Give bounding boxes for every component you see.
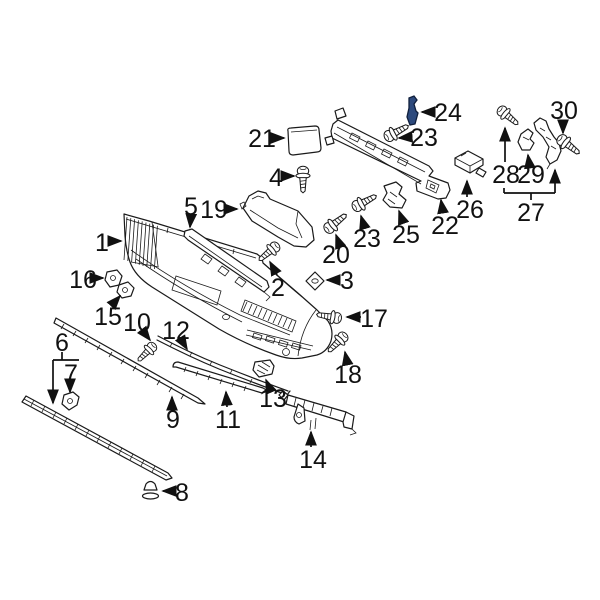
part-10-screw[interactable] bbox=[133, 339, 160, 366]
callout-19[interactable]: 19 bbox=[200, 196, 228, 224]
callout-26[interactable]: 26 bbox=[456, 196, 484, 224]
callout-27[interactable]: 27 bbox=[517, 199, 545, 227]
callout-23[interactable]: 23 bbox=[410, 124, 438, 152]
callout-14[interactable]: 14 bbox=[299, 446, 327, 474]
callout-17[interactable]: 17 bbox=[360, 305, 388, 333]
callout-23[interactable]: 23 bbox=[353, 225, 381, 253]
callout-5[interactable]: 5 bbox=[184, 193, 198, 221]
callout-28[interactable]: 28 bbox=[492, 161, 520, 189]
part-29-clip[interactable] bbox=[517, 128, 535, 151]
part-16-clip[interactable] bbox=[104, 269, 123, 288]
leader-25 bbox=[398, 209, 410, 226]
part-21-plate[interactable] bbox=[287, 125, 322, 156]
callout-20[interactable]: 20 bbox=[322, 241, 350, 269]
grille-hatch bbox=[123, 216, 158, 270]
callout-18[interactable]: 18 bbox=[334, 361, 362, 389]
callout-30[interactable]: 30 bbox=[550, 97, 578, 125]
leader-11 bbox=[220, 390, 233, 408]
callout-21[interactable]: 21 bbox=[248, 125, 276, 153]
leader-29 bbox=[524, 153, 536, 170]
part-22-impact-bar[interactable] bbox=[324, 107, 451, 200]
part-28-bolt[interactable] bbox=[493, 102, 523, 130]
callout-7[interactable]: 7 bbox=[64, 360, 78, 388]
callout-16[interactable]: 16 bbox=[69, 266, 97, 294]
callout-9[interactable]: 9 bbox=[166, 406, 180, 434]
part-27-side-bracket[interactable] bbox=[533, 117, 562, 170]
callout-1[interactable]: 1 bbox=[95, 229, 109, 257]
part-5-rail[interactable] bbox=[183, 228, 271, 302]
part-7-clip[interactable] bbox=[61, 391, 80, 411]
leader-23-upper bbox=[397, 130, 414, 143]
part-26-module[interactable] bbox=[454, 150, 487, 178]
leader-22 bbox=[437, 198, 449, 215]
part-6-strip[interactable] bbox=[21, 395, 173, 481]
callout-8[interactable]: 8 bbox=[175, 479, 189, 507]
part-1-bumper-cover[interactable] bbox=[123, 213, 333, 360]
callout-22[interactable]: 22 bbox=[431, 212, 459, 240]
part-20-bolt[interactable] bbox=[320, 208, 352, 237]
callout-11[interactable]: 11 bbox=[215, 406, 241, 434]
part-23-screw-lower[interactable] bbox=[348, 189, 381, 215]
part-24-bracket-highlighted[interactable] bbox=[406, 95, 419, 126]
part-14-bracket-assembly[interactable] bbox=[278, 390, 357, 436]
callout-4[interactable]: 4 bbox=[269, 164, 283, 192]
leader-15 bbox=[106, 294, 122, 311]
part-9-strip[interactable] bbox=[53, 317, 206, 405]
leader-13 bbox=[265, 378, 277, 395]
callout-25[interactable]: 25 bbox=[392, 221, 420, 249]
leader-20 bbox=[335, 233, 347, 250]
part-19-bracket[interactable] bbox=[239, 190, 315, 248]
part-23-screw-upper[interactable] bbox=[380, 119, 413, 145]
part-3-clip[interactable] bbox=[305, 271, 325, 291]
part-13-bracket[interactable] bbox=[252, 359, 275, 378]
callout-15[interactable]: 15 bbox=[94, 303, 122, 331]
leader-5 bbox=[185, 212, 198, 229]
part-8-push-pin[interactable] bbox=[141, 480, 160, 500]
leader-27-bracket bbox=[503, 188, 555, 200]
callout-24[interactable]: 24 bbox=[434, 99, 462, 127]
callout-2[interactable]: 2 bbox=[271, 274, 285, 302]
leader-23-lower bbox=[359, 214, 371, 231]
callout-12[interactable]: 12 bbox=[162, 317, 190, 345]
leader-18 bbox=[341, 350, 354, 367]
callout-6[interactable]: 6 bbox=[55, 329, 69, 357]
leader-10 bbox=[136, 325, 152, 342]
callout-3[interactable]: 3 bbox=[340, 267, 354, 295]
callout-10[interactable]: 10 bbox=[123, 309, 151, 337]
callout-29[interactable]: 29 bbox=[517, 161, 545, 189]
vent-hatch bbox=[242, 301, 293, 330]
callout-13[interactable]: 13 bbox=[259, 385, 287, 413]
part-25-bracket[interactable] bbox=[382, 181, 407, 209]
leader-6-bracket bbox=[53, 352, 79, 361]
leader-2 bbox=[269, 260, 282, 277]
leader-12 bbox=[174, 334, 188, 351]
part-4-screw[interactable] bbox=[295, 165, 311, 194]
part-11-molding[interactable] bbox=[172, 361, 269, 394]
part-15-clip[interactable] bbox=[116, 281, 135, 299]
leader-lines bbox=[47, 106, 569, 497]
